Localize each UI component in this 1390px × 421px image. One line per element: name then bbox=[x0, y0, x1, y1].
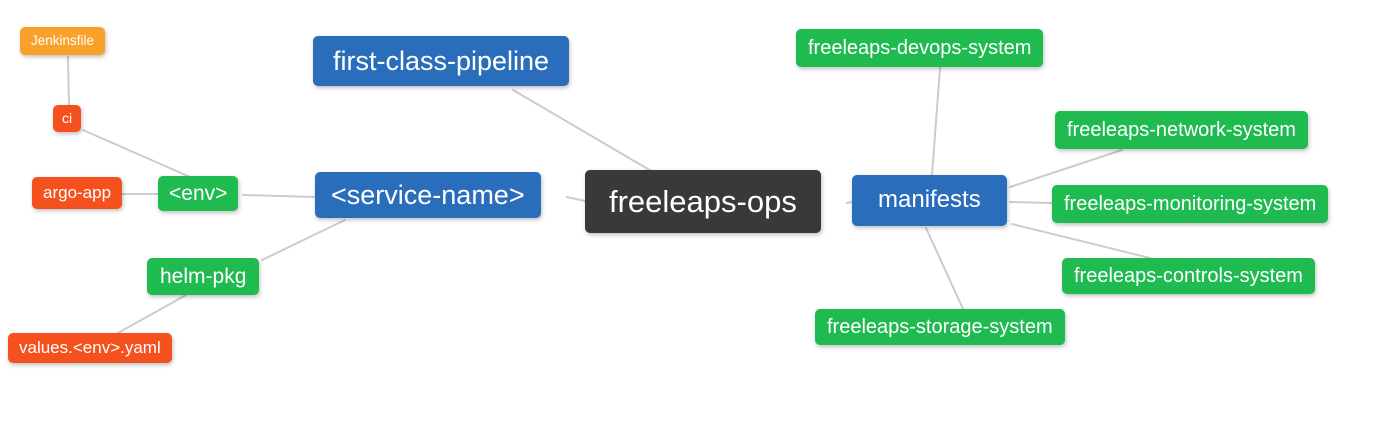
node-env[interactable]: <env> bbox=[158, 176, 239, 212]
edge-servicename-helmpkg bbox=[261, 219, 346, 261]
edge-helmpkg-values bbox=[117, 294, 187, 334]
node-freeleaps-controls-system[interactable]: freeleaps-controls-system bbox=[1062, 258, 1315, 294]
node-service-name[interactable]: <service-name> bbox=[315, 172, 541, 219]
edge-pipeline-root bbox=[512, 89, 654, 173]
edge-manifests-network bbox=[1009, 149, 1123, 188]
edge-jenkinsfile-ci bbox=[67, 56, 70, 106]
node-manifests[interactable]: manifests bbox=[852, 175, 1007, 226]
edge-servicename-root bbox=[566, 196, 586, 202]
node-first-class-pipeline[interactable]: first-class-pipeline bbox=[313, 36, 570, 87]
edge-manifests-monitoring bbox=[1009, 201, 1053, 204]
node-values-env-yaml[interactable]: values.<env>.yaml bbox=[8, 333, 172, 364]
edge-root-manifests bbox=[846, 201, 853, 204]
node-freeleaps-devops-system[interactable]: freeleaps-devops-system bbox=[796, 29, 1044, 67]
node-freeleaps-network-system[interactable]: freeleaps-network-system bbox=[1055, 111, 1308, 149]
edge-ci-env bbox=[82, 129, 191, 178]
node-freeleaps-storage-system[interactable]: freeleaps-storage-system bbox=[815, 309, 1065, 345]
edge-manifests-devops bbox=[931, 67, 941, 176]
node-argo-app[interactable]: argo-app bbox=[32, 177, 123, 210]
node-ci[interactable]: ci bbox=[53, 105, 82, 132]
edge-manifests-storage bbox=[925, 227, 964, 310]
node-helm-pkg[interactable]: helm-pkg bbox=[147, 258, 260, 296]
node-freeleaps-monitoring-system[interactable]: freeleaps-monitoring-system bbox=[1052, 185, 1329, 223]
node-freeleaps-ops-root[interactable]: freeleaps-ops bbox=[585, 170, 821, 234]
edge-env-servicename bbox=[242, 194, 316, 198]
node-jenkinsfile[interactable]: Jenkinsfile bbox=[20, 27, 106, 56]
edge-manifests-controls bbox=[1011, 223, 1151, 259]
